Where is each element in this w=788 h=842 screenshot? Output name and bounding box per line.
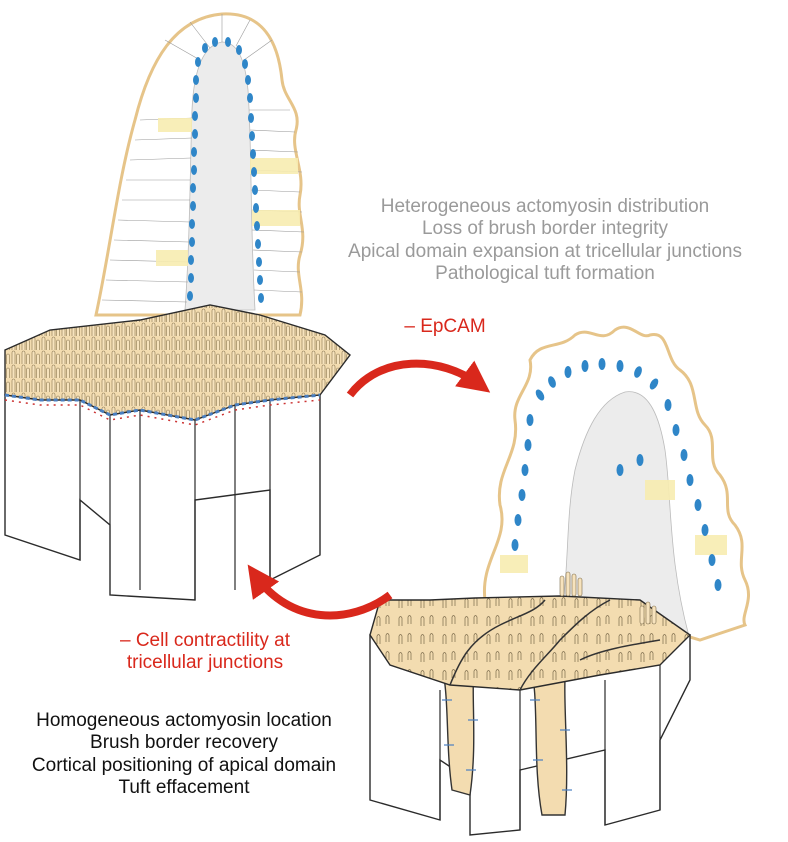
epcam-loss-arrow	[346, 359, 491, 398]
rescue-phenotype-list: Homogeneous actomyosin location Brush bo…	[0, 710, 368, 800]
normal-epithelium-block	[4, 304, 351, 601]
defect-phenotype-2: Loss of brush border integrity	[421, 218, 669, 240]
rescue-phenotype-2: Brush border recovery	[90, 732, 278, 754]
defect-phenotype-1: Heterogeneous actomyosin distribution	[380, 196, 710, 217]
contractility-rescue-arrow	[247, 564, 393, 620]
contractility-label: – Cell contractility at tricellular junc…	[90, 630, 320, 675]
contractility-label-line1: – Cell contractility at	[119, 630, 290, 651]
defect-phenotype-list: Heterogeneous actomyosin distribution Lo…	[305, 196, 785, 286]
tufted-epithelium-block	[369, 571, 692, 836]
defect-phenotype-3: Apical domain expansion at tricellular j…	[348, 240, 742, 262]
normal-villus	[94, 12, 305, 317]
contractility-label-line2: tricellular junctions	[126, 652, 284, 674]
rescue-phenotype-1: Homogeneous actomyosin location	[36, 710, 332, 731]
epcam-loss-label: – EpCAM	[404, 316, 486, 337]
defect-phenotype-4: Pathological tuft formation	[435, 263, 655, 285]
rescue-phenotype-4: Tuft effacement	[118, 777, 250, 799]
tufted-villus	[482, 325, 751, 642]
rescue-phenotype-3: Cortical positioning of apical domain	[31, 754, 337, 776]
